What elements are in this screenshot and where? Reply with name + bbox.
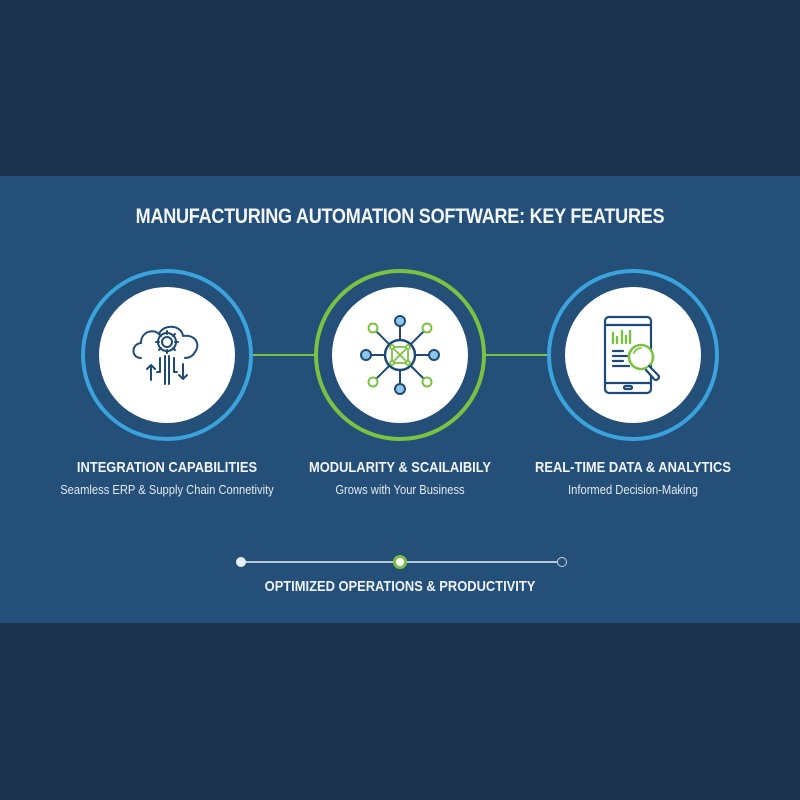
feature-heading: MODULARITY & SCAILAIBILY [308,459,492,476]
feature-subtitle: Informed Decision-Making [568,482,698,497]
feature-subtitle: Grows with Your Business [335,482,465,497]
feature-circle-integration [81,269,253,441]
progress-dot-end [557,557,567,567]
connector-line-2 [486,354,548,356]
feature-heading: REAL-TIME DATA & ANALYTICS [535,459,731,476]
footer-caption: OPTIMIZED OPERATIONS & PRODUCTIVITY [264,578,536,595]
progress-dot-active [393,555,407,569]
modular-network-icon [360,315,440,395]
feature-text-analytics: REAL-TIME DATA & ANALYTICS Informed Deci… [503,459,763,497]
feature-circle-analytics [547,269,719,441]
feature-heading: INTEGRATION CAPABILITIES [76,459,258,476]
feature-text-integration: INTEGRATION CAPABILITIES Seamless ERP & … [37,459,297,497]
cloud-gear-sync-icon [132,325,199,385]
page-title: MANUFACTURING AUTOMATION SOFTWARE: KEY F… [135,205,665,228]
tablet-analytics-magnifier-icon [603,315,661,395]
feature-circle-modularity [314,269,486,441]
progress-dot-start [236,557,246,567]
feature-subtitle: Seamless ERP & Supply Chain Connetivity [60,482,274,497]
feature-text-modularity: MODULARITY & SCAILAIBILY Grows with Your… [270,459,530,497]
connector-line-1 [253,354,315,356]
